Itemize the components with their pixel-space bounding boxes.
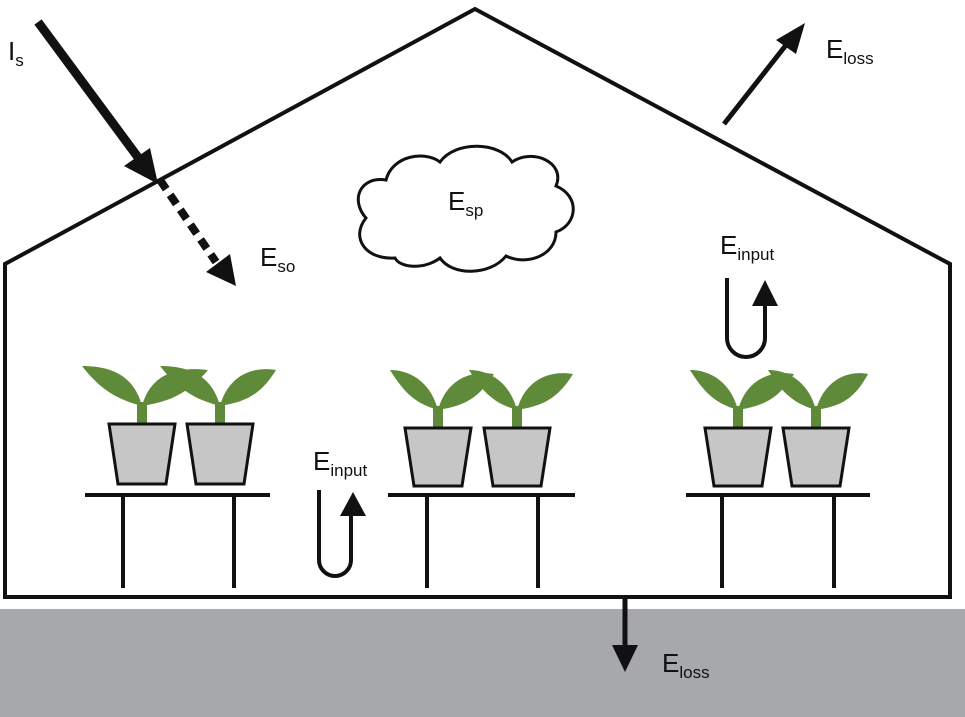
ground xyxy=(0,609,965,717)
table-right xyxy=(686,493,870,588)
space-energy-label: Esp xyxy=(448,186,483,220)
transmitted-radiation-arrow xyxy=(156,177,236,286)
u-turn-arrow-icon xyxy=(317,490,366,578)
incoming-radiation-label: Is xyxy=(8,36,24,70)
potted-plant-icon xyxy=(82,366,208,486)
greenhouse-outline xyxy=(3,6,952,599)
potted-plant-icon xyxy=(690,370,794,488)
potted-plant-icon xyxy=(160,366,276,486)
input-energy-label-right: Einput xyxy=(720,230,774,264)
table-left xyxy=(85,493,270,588)
ground-loss-label: Eloss xyxy=(662,648,710,682)
table-center xyxy=(388,493,575,588)
potted-plant-icon xyxy=(469,370,573,488)
transmitted-radiation-label: Eso xyxy=(260,242,295,276)
input-energy-label-center: Einput xyxy=(313,446,367,480)
ground-loss-arrow xyxy=(612,597,638,672)
roof-loss-arrow xyxy=(722,23,805,126)
potted-plant-icon xyxy=(390,370,494,488)
roof-loss-label: Eloss xyxy=(826,34,874,68)
u-turn-arrow-icon xyxy=(725,278,778,359)
cloud-icon xyxy=(356,144,575,273)
potted-plant-icon xyxy=(768,370,868,488)
incoming-radiation-arrow xyxy=(34,19,158,184)
